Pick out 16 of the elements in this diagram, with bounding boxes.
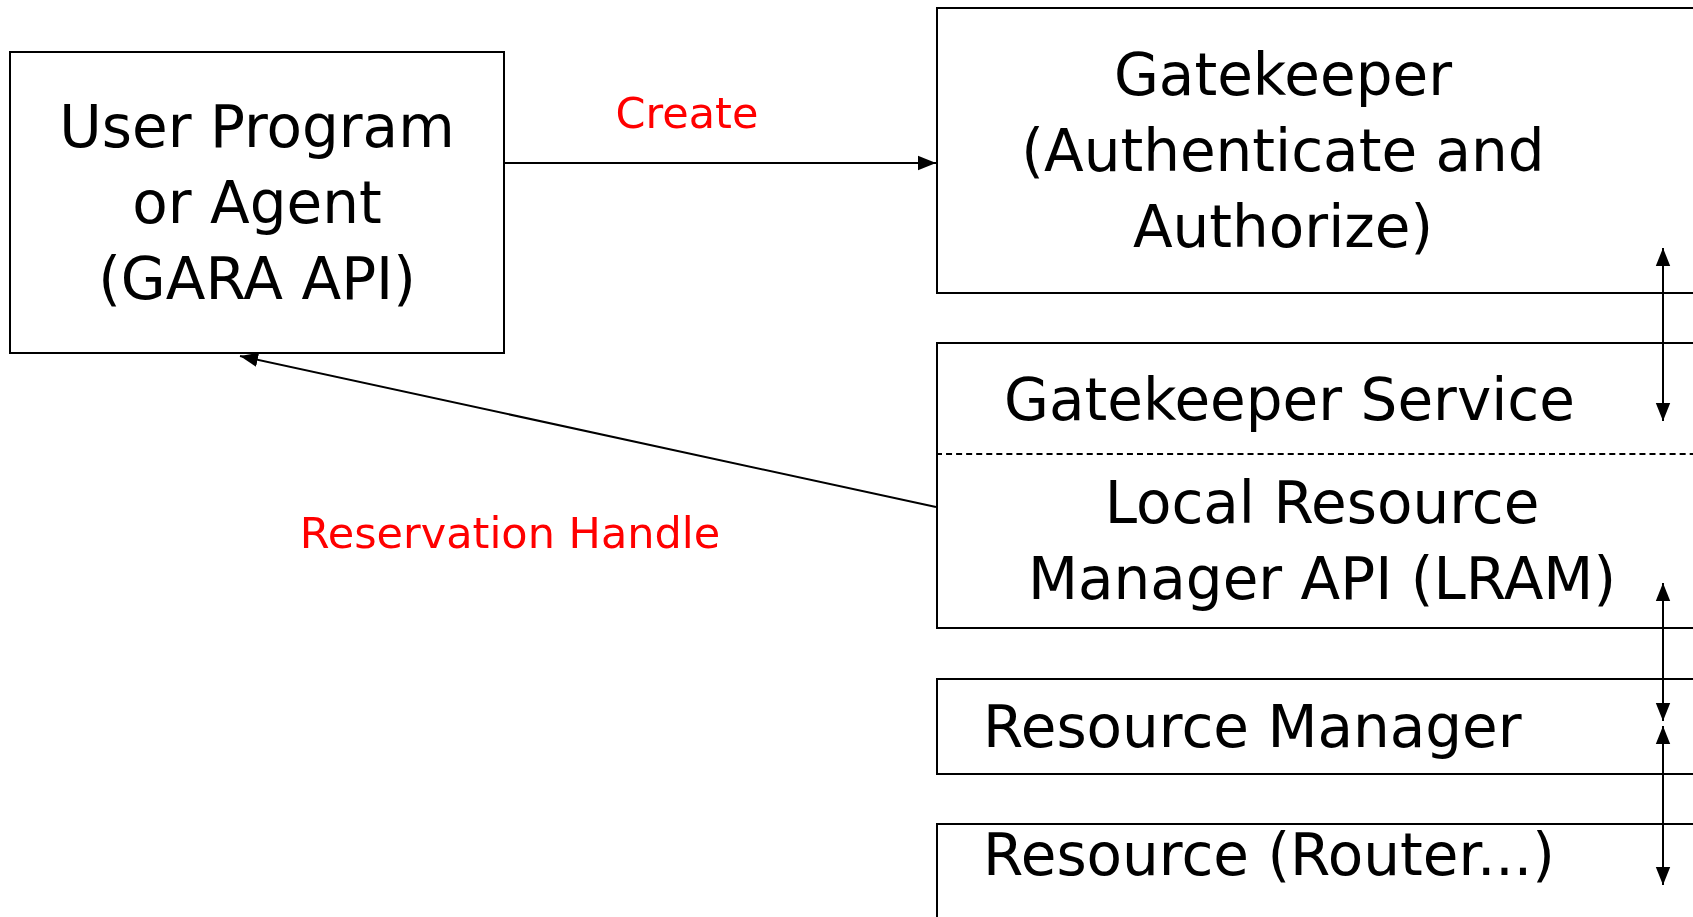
process-box (936, 7, 1693, 294)
node-text: Resource Manager (983, 691, 1523, 763)
arrow (504, 155, 937, 171)
section-box (936, 453, 1693, 629)
arrow (1655, 725, 1671, 886)
process-box (936, 678, 1693, 775)
arrow (1655, 582, 1671, 722)
node-text: User Program or Agent (GARA API) (58, 91, 456, 315)
node-text: Gatekeeper (Authenticate and Authorize) (1020, 39, 1546, 263)
node-text: Local Resource Manager API (LRAM) (1026, 468, 1618, 615)
arrow (1655, 247, 1671, 422)
node-text: Resource (Router...) (983, 820, 1556, 891)
section-box (936, 342, 1693, 455)
process-box (9, 51, 505, 354)
arrow (239, 352, 937, 508)
node-text: Gatekeeper Service (1004, 364, 1576, 436)
